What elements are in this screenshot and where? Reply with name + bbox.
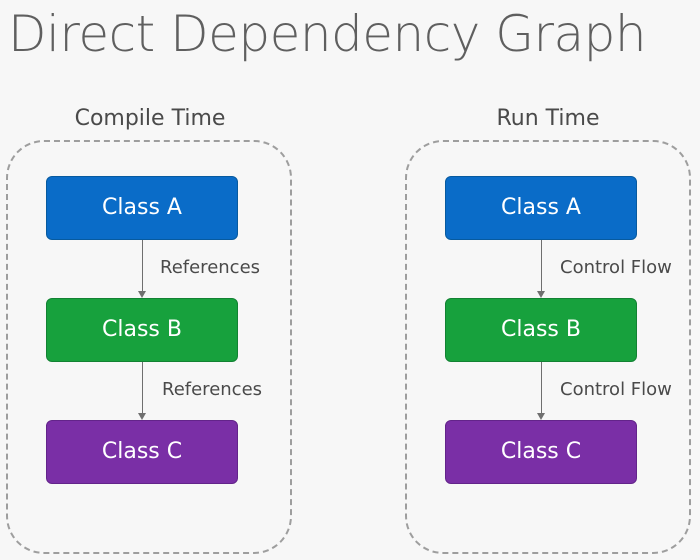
- run-edge-label-b-c: Control Flow: [560, 379, 672, 400]
- run-arrow-b-c: [541, 362, 542, 413]
- run-class-a-node: Class A: [445, 176, 637, 240]
- compile-arrowhead-a-b: [138, 291, 146, 298]
- compile-time-panel: [6, 140, 292, 554]
- run-arrow-a-b: [541, 240, 542, 291]
- run-class-c-node: Class C: [445, 420, 637, 484]
- compile-edge-label-a-b: References: [160, 257, 261, 278]
- run-class-b-node: Class B: [445, 298, 637, 362]
- run-arrowhead-a-b: [537, 291, 545, 298]
- compile-arrow-b-c: [142, 362, 143, 413]
- compile-class-b-node: Class B: [46, 298, 238, 362]
- run-time-label: Run Time: [496, 106, 600, 131]
- run-arrowhead-b-c: [537, 413, 545, 420]
- compile-arrowhead-b-c: [138, 413, 146, 420]
- run-time-panel: [405, 140, 691, 554]
- diagram-title: Direct Dependency Graph: [8, 5, 647, 63]
- compile-time-label: Compile Time: [74, 106, 226, 131]
- compile-arrow-a-b: [142, 240, 143, 291]
- compile-edge-label-b-c: References: [162, 379, 263, 400]
- run-edge-label-a-b: Control Flow: [560, 257, 672, 278]
- compile-class-a-node: Class A: [46, 176, 238, 240]
- compile-class-c-node: Class C: [46, 420, 238, 484]
